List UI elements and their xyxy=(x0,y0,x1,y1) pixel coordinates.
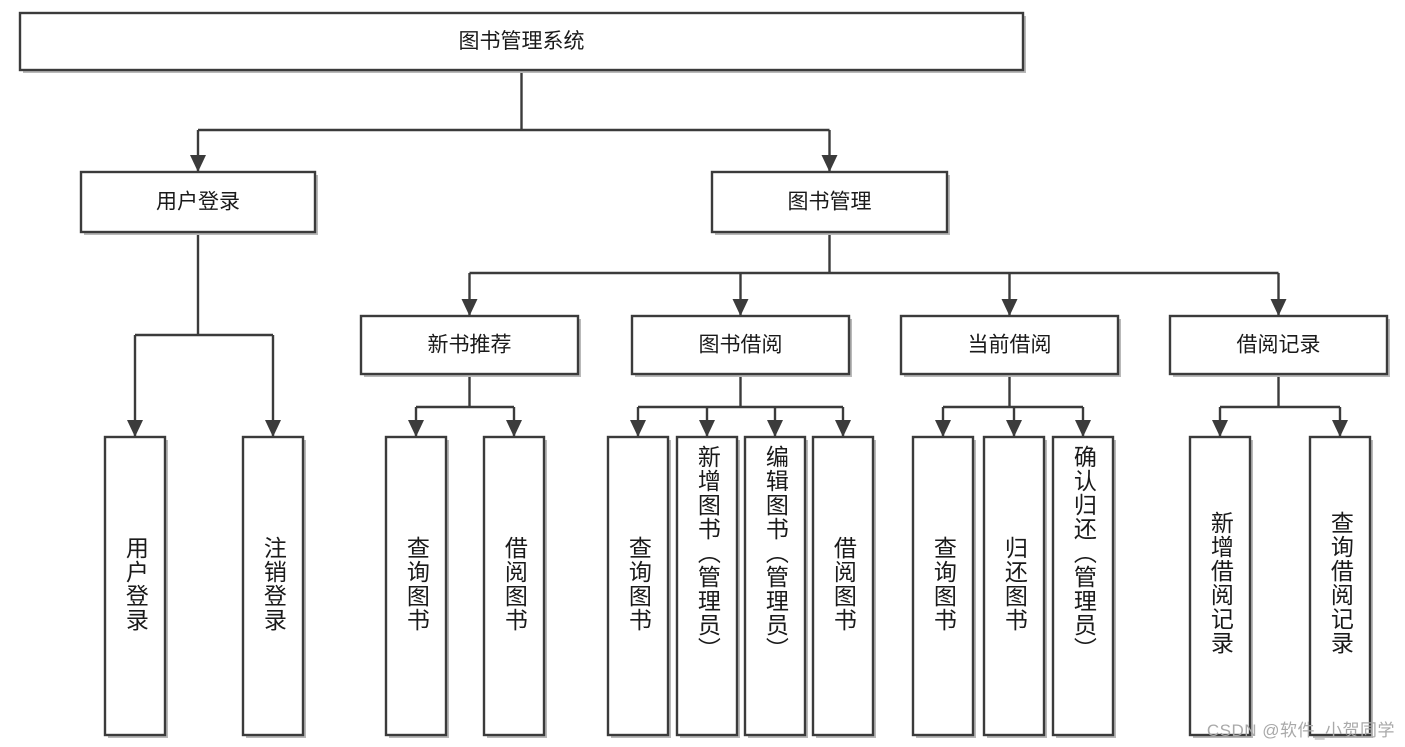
arrow-head-icon xyxy=(1332,420,1348,437)
arrow-head-icon xyxy=(935,420,951,437)
arrow-head-icon xyxy=(630,420,646,437)
node-label-root: 图书管理系统 xyxy=(459,30,585,53)
arrow-head-icon xyxy=(408,420,424,437)
node-l2-user[interactable] xyxy=(79,170,318,235)
arrow-head-icon xyxy=(1075,420,1091,437)
node-l4-b-borrow[interactable] xyxy=(811,435,876,738)
arrow-head-icon xyxy=(506,420,522,437)
node-l4-c-confirm[interactable] xyxy=(1051,435,1116,738)
node-l2-book[interactable] xyxy=(710,170,950,235)
node-l4-user-logout[interactable] xyxy=(241,435,306,738)
node-l4-b-query[interactable] xyxy=(606,435,671,738)
node-label-l3-record: 借阅记录 xyxy=(1237,334,1321,357)
node-l3-borrow[interactable] xyxy=(630,314,852,377)
arrow-head-icon xyxy=(265,420,281,437)
node-l4-new-query[interactable] xyxy=(384,435,449,738)
nodes-layer xyxy=(18,11,1390,738)
arrow-head-icon xyxy=(1001,299,1018,316)
arrow-head-icon xyxy=(1006,420,1022,437)
node-l4-r-query[interactable] xyxy=(1308,435,1373,738)
node-l4-new-borrow[interactable] xyxy=(482,435,547,738)
node-root[interactable] xyxy=(18,11,1026,73)
node-label-l3-current: 当前借阅 xyxy=(968,334,1052,357)
arrow-head-icon xyxy=(1212,420,1228,437)
node-label-l2-user: 用户登录 xyxy=(156,191,240,214)
node-label-l3-borrow: 图书借阅 xyxy=(699,334,783,357)
arrow-head-icon xyxy=(821,155,838,172)
arrow-head-icon xyxy=(461,299,478,316)
csdn-watermark: CSDN @软件_小贺同学 xyxy=(1206,721,1395,740)
node-l4-b-add[interactable] xyxy=(675,435,740,738)
node-l4-c-query[interactable] xyxy=(911,435,976,738)
node-l3-new[interactable] xyxy=(359,314,581,377)
arrow-head-icon xyxy=(767,420,783,437)
node-label-l2-book: 图书管理 xyxy=(788,191,872,214)
node-l4-r-add[interactable] xyxy=(1188,435,1253,738)
node-l4-c-return[interactable] xyxy=(982,435,1047,738)
arrow-head-icon xyxy=(835,420,851,437)
node-label-l3-new: 新书推荐 xyxy=(428,334,512,357)
arrow-head-icon xyxy=(127,420,143,437)
arrow-head-icon xyxy=(1270,299,1287,316)
node-l4-user-login[interactable] xyxy=(103,435,168,738)
edges-layer xyxy=(127,70,1348,437)
arrow-head-icon xyxy=(190,155,206,172)
node-l4-b-edit[interactable] xyxy=(743,435,808,738)
arrow-head-icon xyxy=(732,299,749,316)
arrow-head-icon xyxy=(699,420,715,437)
node-l3-current[interactable] xyxy=(899,314,1121,377)
node-l3-record[interactable] xyxy=(1168,314,1390,377)
